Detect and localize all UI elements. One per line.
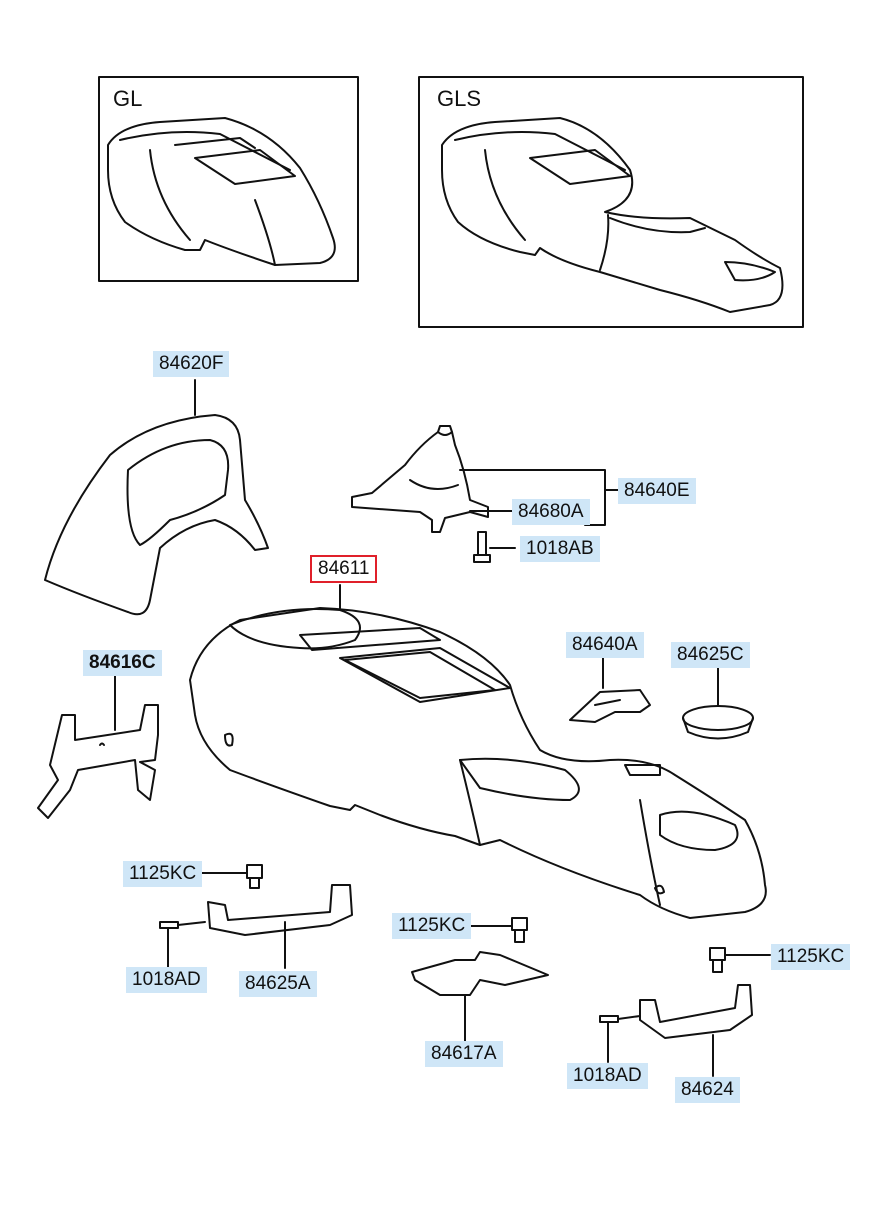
cover-84640A-drawing xyxy=(569,655,651,723)
part-label-1125KC-1[interactable]: 1125KC xyxy=(123,861,203,887)
bracket-84616C-drawing xyxy=(37,674,159,819)
part-label-1125KC-2[interactable]: 1125KC xyxy=(392,913,472,939)
part-label-84640A[interactable]: 84640A xyxy=(566,632,644,658)
bolt-1125KC-1-drawing xyxy=(199,864,263,889)
part-label-84680A[interactable]: 84680A xyxy=(512,499,590,525)
bracket-84625A-drawing xyxy=(207,884,353,969)
part-label-84617A[interactable]: 84617A xyxy=(425,1041,503,1067)
part-label-1018AB[interactable]: 1018AB xyxy=(520,536,600,562)
gl-variant-frame xyxy=(98,76,359,282)
part-label-84624[interactable]: 84624 xyxy=(675,1077,740,1103)
part-label-84611[interactable]: 84611 xyxy=(310,555,378,583)
screw-1018AD-2-drawing xyxy=(599,1015,641,1063)
part-label-84625A[interactable]: 84625A xyxy=(239,971,317,997)
ring-84625C-drawing xyxy=(682,667,754,740)
part-label-84640E[interactable]: 84640E xyxy=(618,478,696,504)
bolt-1125KC-2-drawing xyxy=(464,917,528,943)
console-84611-drawing xyxy=(189,584,767,919)
bracket-84624-drawing xyxy=(639,984,753,1077)
gls-console-drawing xyxy=(441,117,784,313)
screw-1018AD-1-drawing xyxy=(159,921,206,969)
part-label-84616C[interactable]: 84616C xyxy=(83,650,162,676)
part-label-1018AD-2[interactable]: 1018AD xyxy=(567,1063,648,1089)
part-label-1125KC-3[interactable]: 1125KC xyxy=(771,944,851,970)
part-label-84620F[interactable]: 84620F xyxy=(153,351,230,377)
gls-variant-frame xyxy=(418,76,804,328)
shift-boot-84640E-drawing xyxy=(351,425,619,533)
variant-title-gls: GLS xyxy=(437,86,482,111)
bolt-1125KC-3-drawing xyxy=(709,947,771,973)
screw-1018AB-drawing xyxy=(473,531,516,563)
bracket-84617A-drawing xyxy=(411,951,549,1043)
variant-title-gl: GL xyxy=(113,86,143,111)
gl-console-drawing xyxy=(107,117,336,266)
part-label-84625C[interactable]: 84625C xyxy=(671,642,750,668)
bezel-84620F-drawing xyxy=(44,379,269,616)
part-label-1018AD-1[interactable]: 1018AD xyxy=(126,967,207,993)
